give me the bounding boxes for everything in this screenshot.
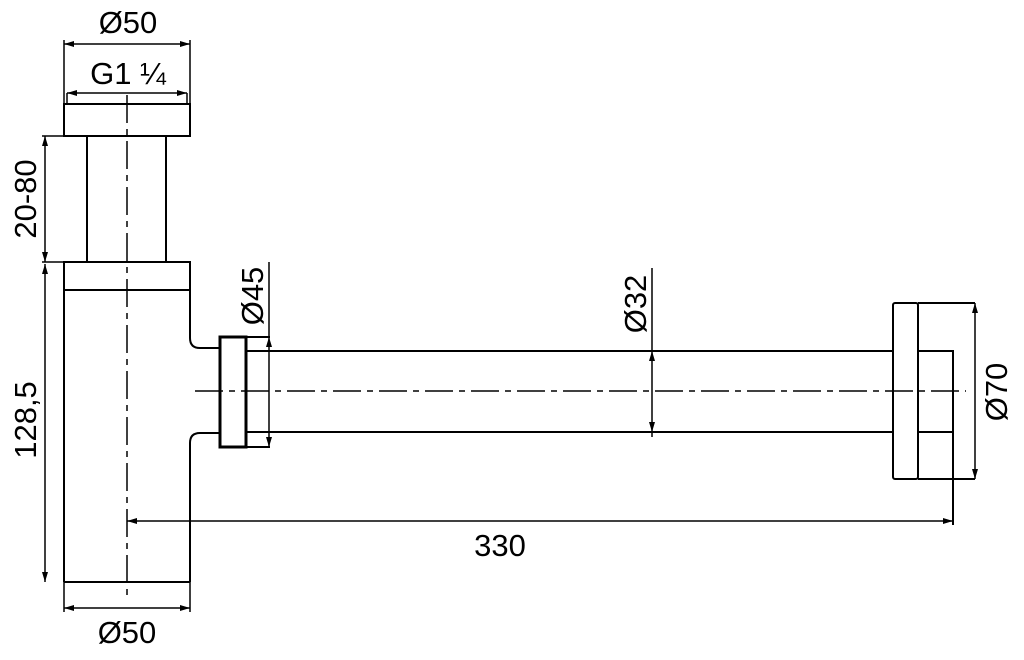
wall-flange bbox=[892, 302, 975, 525]
dim-tube-diameter: Ø32 bbox=[618, 268, 655, 437]
dim-length: 330 bbox=[127, 518, 953, 563]
dim-top-diameter: Ø50 bbox=[63, 5, 191, 104]
body-height-label: 128,5 bbox=[8, 381, 43, 459]
dim-extension-range: 20-80 bbox=[8, 135, 64, 263]
length-label: 330 bbox=[474, 528, 526, 563]
horizontal-tube bbox=[246, 350, 893, 433]
dim-nut-diameter: Ø45 bbox=[235, 262, 272, 447]
trap-body bbox=[63, 261, 220, 583]
tube-diameter-label: Ø32 bbox=[618, 275, 653, 334]
thread-label: G1 ¼ bbox=[90, 56, 167, 91]
nut-diameter-label: Ø45 bbox=[235, 267, 270, 326]
bottom-diameter-label: Ø50 bbox=[98, 615, 157, 650]
top-diameter-label: Ø50 bbox=[99, 5, 158, 40]
flange-diameter-label: Ø70 bbox=[979, 363, 1014, 422]
dim-body-height: 128,5 bbox=[8, 264, 48, 582]
extension-tube bbox=[86, 136, 167, 262]
dim-bottom-diameter: Ø50 bbox=[63, 582, 191, 650]
dim-flange-diameter: Ø70 bbox=[972, 303, 1014, 479]
extension-range-label: 20-80 bbox=[8, 159, 43, 238]
dim-thread: G1 ¼ bbox=[67, 56, 187, 96]
tube-nut bbox=[218, 335, 270, 449]
